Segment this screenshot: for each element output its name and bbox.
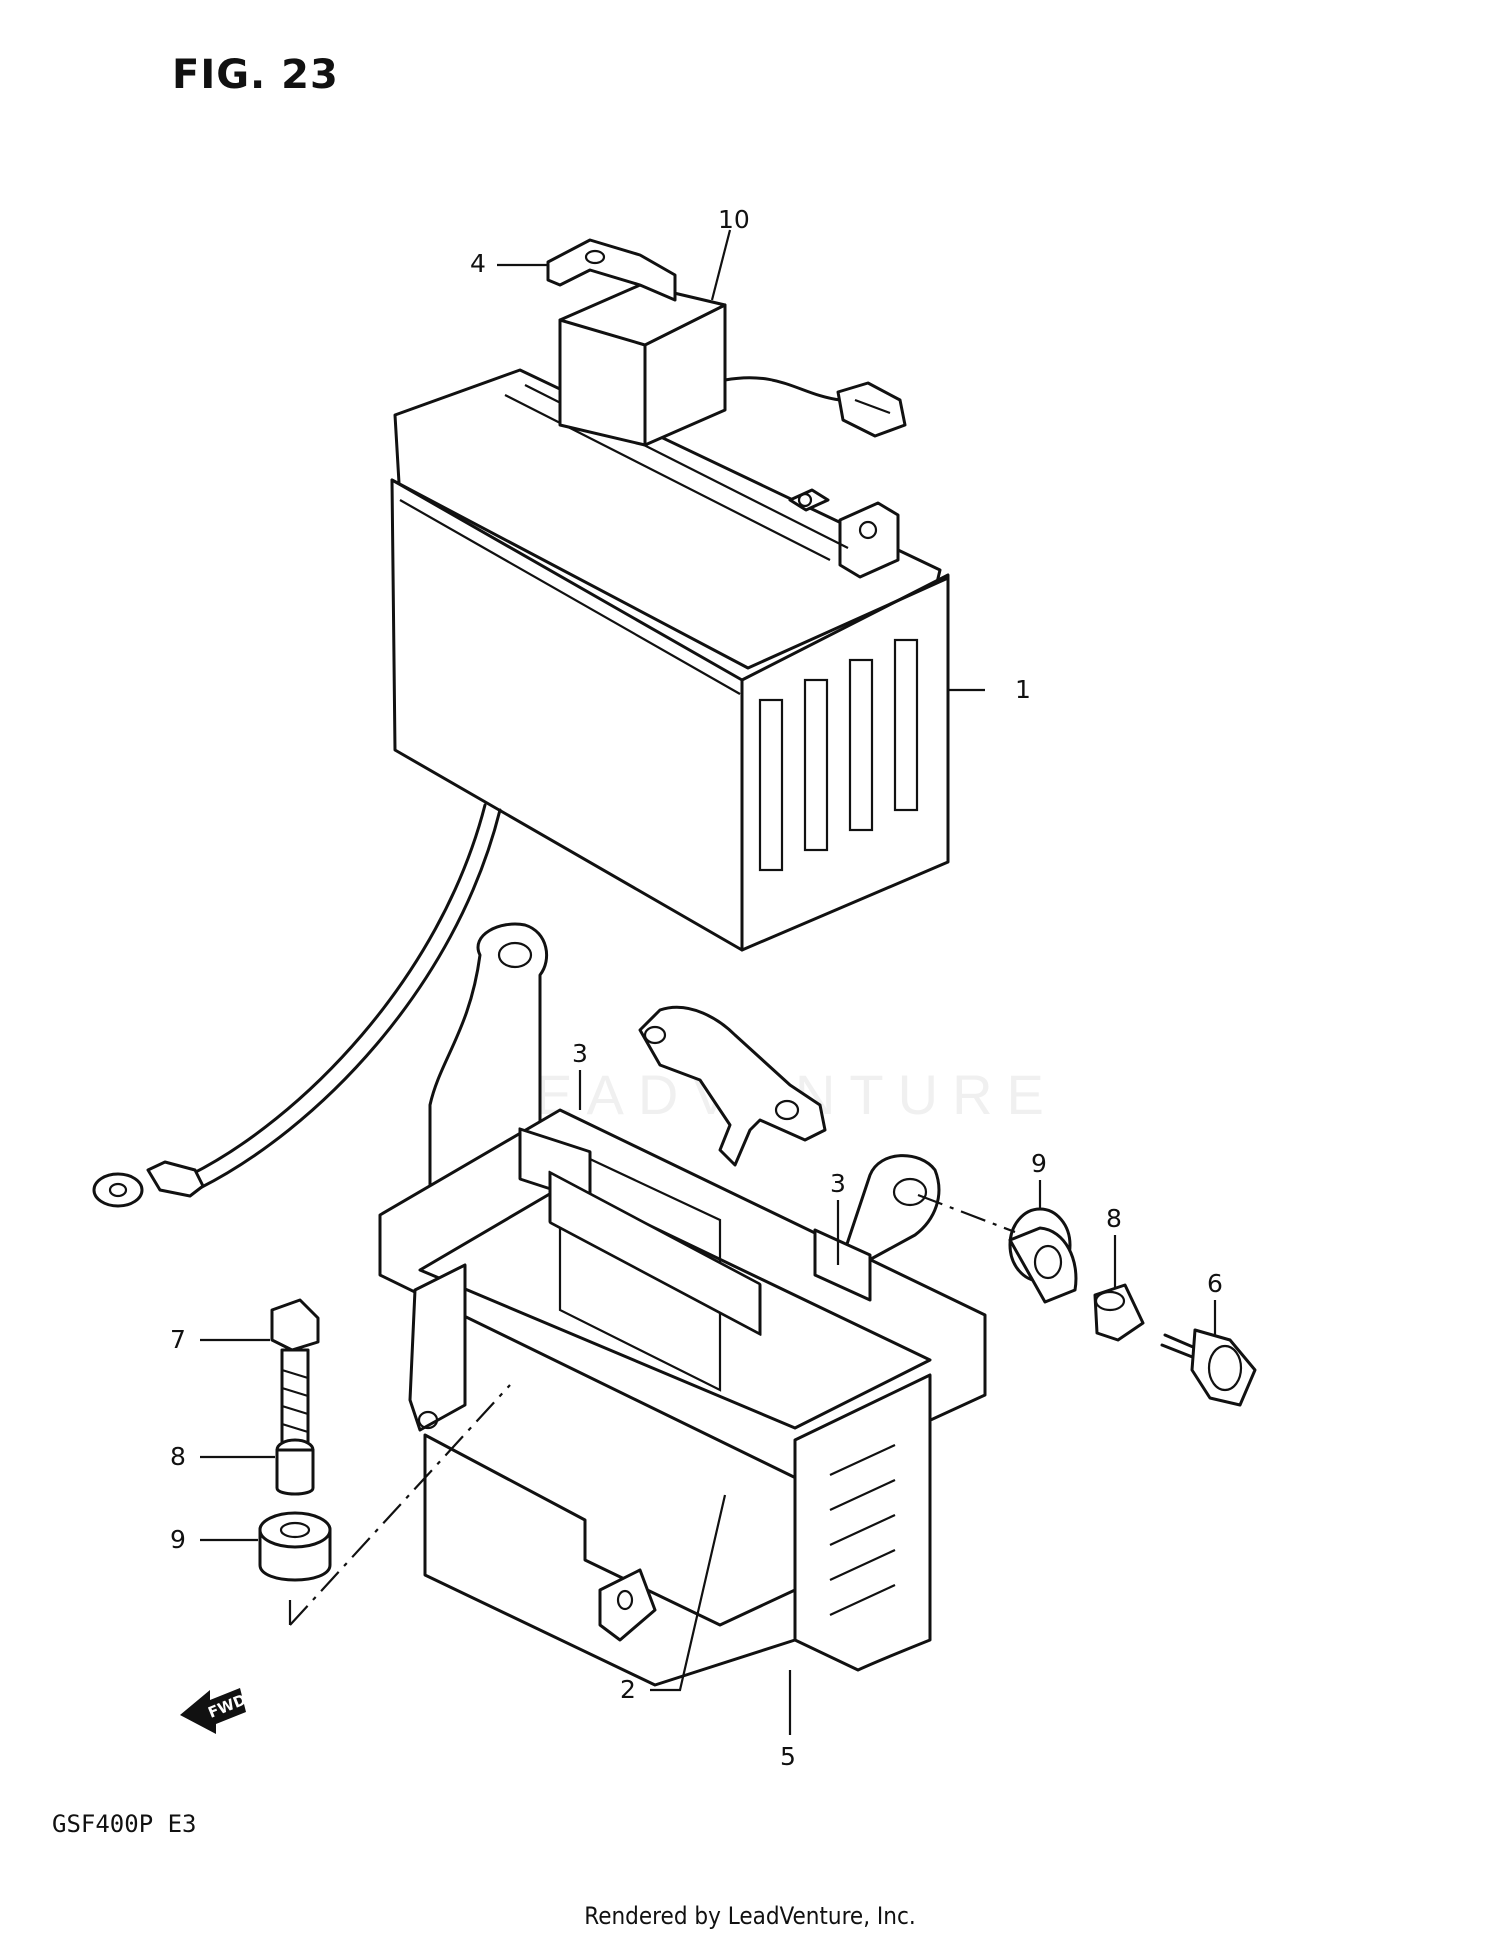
battery-holder-clamp[interactable] — [546, 238, 677, 302]
grommet-left[interactable] — [258, 1511, 332, 1582]
callout-4: 4 — [470, 249, 486, 278]
battery-strap[interactable] — [638, 1005, 827, 1167]
battery-case[interactable] — [378, 922, 987, 1687]
callout-8-left: 8 — [170, 1442, 186, 1471]
callout-1: 1 — [1015, 675, 1031, 704]
spacer-right[interactable] — [1093, 1283, 1145, 1342]
callout-8-right: 8 — [1106, 1204, 1122, 1233]
starter-relay[interactable] — [558, 283, 907, 447]
callout-10: 10 — [718, 205, 750, 234]
callout-9-left: 9 — [170, 1525, 186, 1554]
figure-title: FIG. 23 — [172, 52, 339, 98]
battery[interactable] — [390, 368, 950, 952]
battery-cushions[interactable] — [518, 1127, 872, 1336]
battery-lead-wire[interactable] — [92, 803, 502, 1208]
callout-6: 6 — [1207, 1269, 1223, 1298]
forward-direction-arrow-icon: FWD — [180, 1688, 249, 1734]
bolt-right[interactable] — [1160, 1328, 1257, 1407]
grommet-right[interactable] — [1008, 1207, 1078, 1304]
model-code: GSF400P E3 — [52, 1810, 197, 1838]
bolt-left[interactable] — [270, 1298, 320, 1447]
spacer-left[interactable] — [275, 1438, 315, 1496]
callout-2: 2 — [620, 1675, 636, 1704]
render-credit: Rendered by LeadVenture, Inc. — [584, 1902, 916, 1930]
callout-5: 5 — [780, 1742, 796, 1771]
callout-3b: 3 — [830, 1169, 846, 1198]
callout-7: 7 — [170, 1325, 186, 1354]
callout-3a: 3 — [572, 1039, 588, 1068]
callout-9-right: 9 — [1031, 1149, 1047, 1178]
